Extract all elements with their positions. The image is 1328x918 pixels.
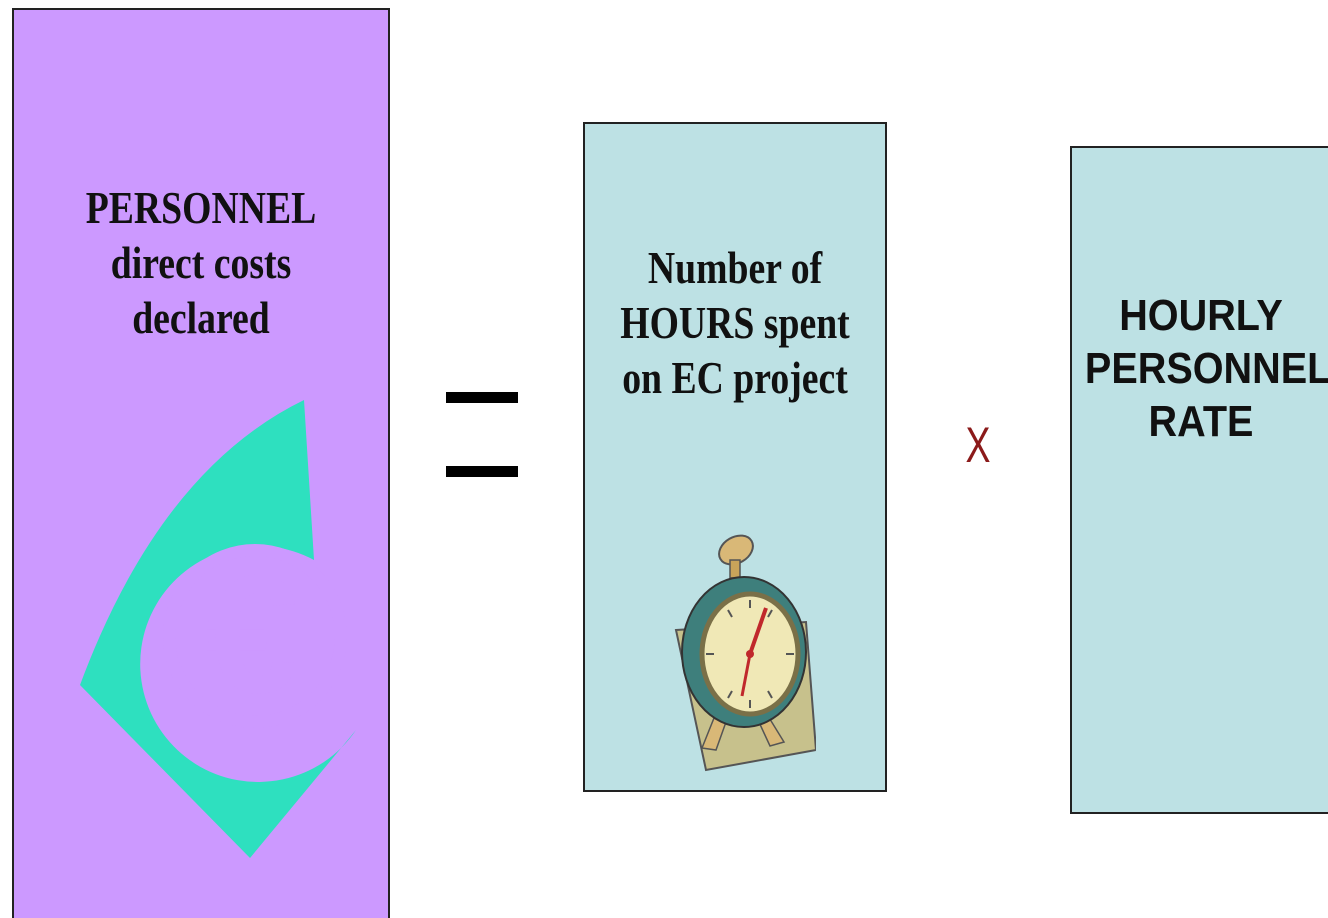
personnel-costs-line3: declared <box>132 292 270 344</box>
equals-bar-bottom <box>446 466 518 477</box>
personnel-costs-label: PERSONNEL direct costs declared <box>48 180 355 346</box>
personnel-costs-box: PERSONNEL direct costs declared € <box>12 8 390 918</box>
hours-spent-line3: on EC project <box>622 352 848 404</box>
hourly-rate-box: HOURLY PERSONNEL RATE <box>1070 146 1328 814</box>
hourly-rate-line2: PERSONNEL <box>1084 343 1328 393</box>
hourly-rate-line1: HOURLY <box>1119 291 1283 340</box>
hours-spent-line1: Number of <box>647 242 823 293</box>
hourly-rate-line3: RATE <box>1148 396 1254 446</box>
hourly-rate-label: HOURLY PERSONNEL RATE <box>1084 290 1328 448</box>
multiply-sign: X <box>965 417 991 473</box>
svg-text:€: € <box>205 540 298 728</box>
euro-icon: € <box>80 400 356 858</box>
personnel-costs-line1: PERSONNEL <box>85 182 317 233</box>
personnel-costs-line2: direct costs <box>110 237 292 289</box>
equals-sign <box>446 392 518 478</box>
equals-bar-top <box>446 392 518 403</box>
alarm-clock-icon <box>674 534 816 772</box>
hours-spent-label: Number of HOURS spent on EC project <box>612 240 858 406</box>
hours-spent-line2: HOURS spent <box>620 297 850 349</box>
